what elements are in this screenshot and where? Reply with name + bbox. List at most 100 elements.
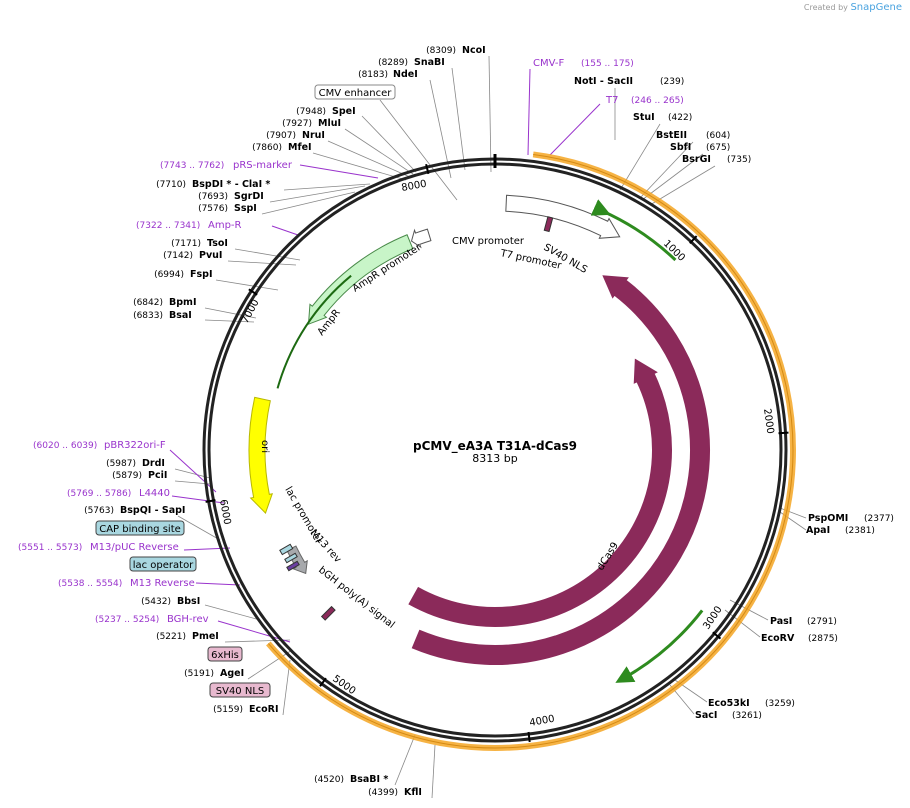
cap-binding-site-mark [279, 543, 294, 556]
leader-11 [234, 248, 301, 261]
tick-marks [205, 154, 789, 743]
primer-range-l4440: (5769 .. 5786) [67, 489, 131, 499]
credit-prefix: Created by [803, 3, 848, 12]
primer-leader-3 [271, 225, 299, 236]
enzyme-name: BstEII [656, 130, 687, 141]
tick-1000 [689, 235, 698, 245]
ampr-cds-arrow [307, 234, 414, 325]
enzyme-pos: (4520) [314, 775, 344, 785]
primer-binding-arrows [276, 199, 704, 683]
primer-label-t7: T7 [605, 95, 618, 106]
enzyme-name: FspI [190, 269, 212, 280]
enzyme-pos: (7693) [198, 192, 228, 202]
tick-label-4000: 4000 [529, 714, 556, 729]
enzyme-name: MluI [318, 118, 341, 129]
cmv-promoter-arrow [505, 194, 621, 239]
leader-13 [215, 279, 279, 291]
enzyme-pos: (7142) [163, 251, 193, 261]
enzyme-pos: (6842) [133, 298, 163, 308]
leader-21 [247, 649, 293, 680]
enzyme-name: BbsI [177, 596, 200, 607]
enzyme-pos: (239) [660, 77, 684, 87]
enzyme-name: SacI [695, 710, 717, 721]
enzyme-name: MfeI [288, 142, 312, 153]
label-6xhis: 6xHis [211, 650, 239, 661]
enzyme-pos: (5987) [106, 459, 136, 469]
label-cmv-enhancer: CMV enhancer [319, 88, 393, 99]
primer-range-cmv-f: (155 .. 175) [581, 59, 634, 69]
enzyme-name: BsrGI [682, 154, 711, 165]
enzyme-pos: (675) [706, 143, 730, 153]
primer-label-l4440: L4440 [139, 488, 170, 499]
tick-5000 [319, 677, 327, 687]
leader-3 [379, 99, 458, 201]
enzyme-name: KflI [404, 787, 422, 798]
leader-29 [649, 165, 716, 206]
primer-range-m13puc-rev: (5551 .. 5573) [18, 543, 82, 553]
primer-label-m13puc-rev: M13/pUC Reverse [90, 542, 179, 553]
primer-leader-5 [171, 495, 225, 504]
enzyme-pos: (7927) [282, 119, 312, 129]
enzyme-pos: (7907) [266, 131, 296, 141]
enzyme-pos: (8183) [358, 70, 388, 80]
feature-label-bgh-polya: bGH poly(A) signal [316, 565, 396, 631]
leader-24 [431, 744, 436, 799]
enzyme-name: StuI [633, 112, 655, 123]
snapgene-credit: Created by SnapGene [804, 2, 902, 13]
enzyme-name: SgrDI [234, 191, 264, 202]
leader-20 [224, 639, 291, 643]
enzyme-pos: (5763) [84, 506, 114, 516]
leader-5 [344, 128, 414, 175]
tick-6000 [205, 499, 216, 503]
leader-7 [312, 152, 407, 181]
ampr-promoter-arrow [410, 228, 432, 249]
enzyme-pos: (422) [668, 113, 692, 123]
leader-9 [269, 185, 366, 203]
green-arrow-top [590, 199, 677, 262]
leader-8 [283, 183, 371, 191]
enzyme-pos: (7860) [252, 143, 282, 153]
enzyme-name: PasI [770, 616, 792, 627]
primer-label-pbr322ori-f: pBR322ori-F [104, 440, 166, 451]
enzyme-pos: (7710) [156, 180, 186, 190]
enzyme-name: SnaBI [414, 57, 445, 68]
feature-label-cmv-promoter: CMV promoter [452, 236, 525, 247]
primer-leader-7 [195, 582, 241, 586]
green-arrow-right [615, 609, 704, 683]
tick-7000 [248, 288, 258, 296]
enzyme-name: PciI [148, 470, 167, 481]
leader-10 [261, 191, 356, 215]
tick-3000 [712, 631, 722, 640]
label-sv40-nls: SV40 NLS [216, 686, 265, 697]
enzyme-name: SpeI [332, 106, 356, 117]
enzyme-pos: (3259) [765, 699, 795, 709]
orange-feature-band-core [267, 153, 794, 749]
tick-2000 [778, 431, 789, 435]
ampr-inner-arrow [276, 274, 352, 389]
primer-range-amp-r: (7322 .. 7341) [136, 221, 200, 231]
enzyme-pos: (3261) [732, 711, 762, 721]
his-nls-mark [320, 605, 336, 621]
enzyme-name: ApaI [806, 525, 830, 536]
enzyme-pos: (6994) [154, 270, 184, 280]
enzyme-name: NotI - SacII [574, 76, 633, 87]
primer-range-m13-rev: (5538 .. 5554) [58, 579, 122, 589]
plasmid-size: 8313 bp [472, 452, 517, 465]
enzyme-name: NdeI [393, 69, 418, 80]
tick-label-2000: 2000 [761, 408, 775, 435]
enzyme-pos: (7948) [296, 107, 326, 117]
enzyme-pos: (2875) [808, 634, 838, 644]
feature-label-m13-rev: M13 rev [308, 528, 343, 566]
label-leader-lines [169, 55, 807, 799]
enzyme-name: TsoI [207, 238, 228, 249]
snapgene-logo: SnapGene [850, 2, 902, 13]
primer-leader-0 [527, 68, 531, 156]
leader-27 [639, 141, 694, 199]
enzyme-pos: (604) [706, 131, 730, 141]
lac-promoter-mark [286, 560, 300, 572]
enzyme-name: SbfI [670, 142, 691, 153]
primer-range-bgh-rev: (5237 .. 5254) [95, 615, 159, 625]
enzyme-pos: (5432) [141, 597, 171, 607]
enzyme-name: BsaI [169, 310, 192, 321]
leader-17 [174, 480, 211, 485]
